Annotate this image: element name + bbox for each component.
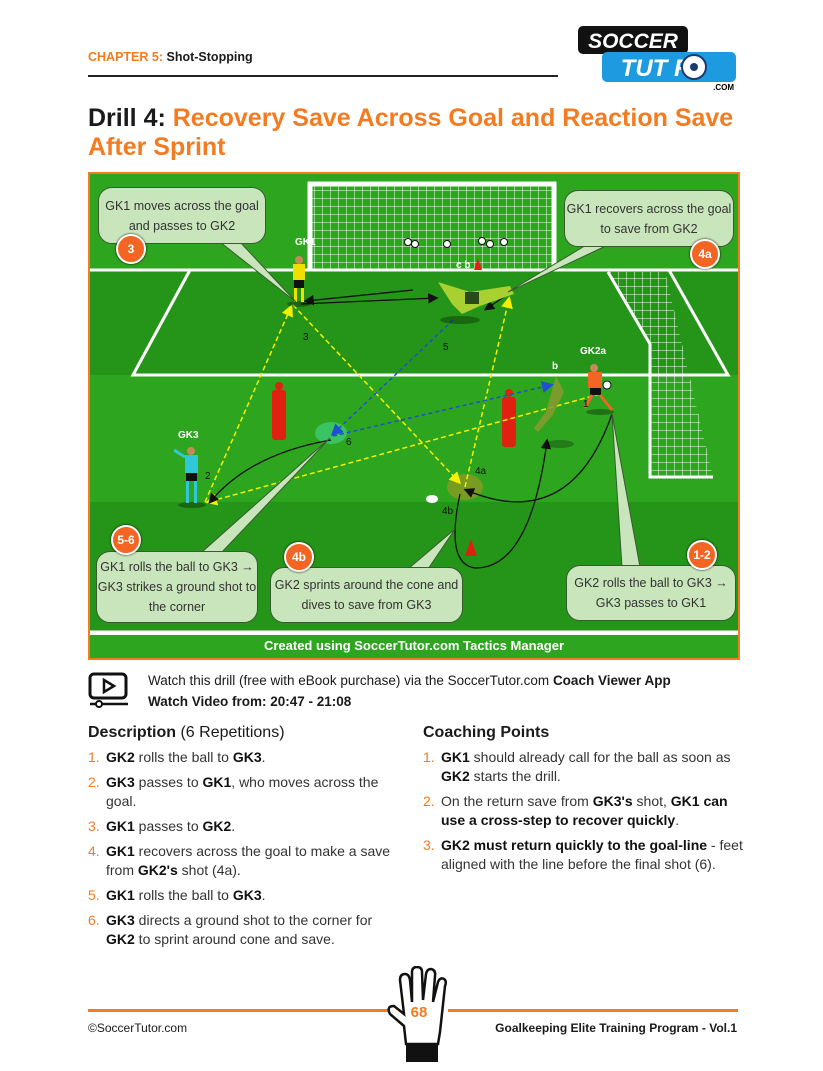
movement-lines (208, 289, 613, 569)
step-6: 6 (346, 437, 352, 448)
footer-copyright: ©SoccerTutor.com (88, 1021, 188, 1035)
list-item: 6. GK3 directs a ground shot to the corne… (88, 911, 398, 949)
marker-b: b (552, 361, 558, 372)
goal (307, 181, 557, 270)
item-text: GK3 passes to GK1, who moves across the … (106, 774, 379, 809)
description-list: 1. GK2 rolls the ball to GK3. 2. GK3 passes… (88, 748, 398, 949)
item-text: GK3 directs a ground shot to the corner … (106, 912, 373, 947)
marker-cb: c b (456, 260, 470, 271)
item-text: GK1 passes to GK2. (106, 818, 236, 834)
label-gk2: GK2a (580, 346, 607, 357)
label-gk3: GK3 (178, 430, 199, 441)
goalkeeper-glove-icon (387, 966, 448, 1062)
page-number: 68 (410, 1004, 428, 1021)
item-number: 2. (423, 793, 435, 809)
callout-4a: GK1 recovers across the goal to save fro… (564, 190, 734, 247)
shot-6 (332, 381, 554, 437)
player-gk1 (287, 256, 311, 307)
video-player-icon[interactable] (88, 672, 130, 708)
item-text: On the return save from GK3's shot, GK1 … (441, 793, 728, 828)
coaching-points-section: Coaching Points 1.GK1 should already cal… (423, 724, 743, 874)
list-item: 3. GK1 passes to GK2. (88, 817, 398, 836)
list-item: 4. GK1 recovers across the goal to make a… (88, 842, 398, 880)
player-gk3 (173, 447, 206, 508)
coach-viewer-app-link[interactable]: Coach Viewer App (552, 673, 671, 688)
drill-diagram: GK1 GK2a GK3 b c b 3 5 6 2 4a 4b 1 GK1 m… (88, 172, 740, 660)
badge-1-2: 1-2 (687, 540, 717, 570)
svg-text:SOCCER: SOCCER (588, 30, 679, 53)
label-gk1: GK1 (295, 237, 316, 248)
item-text: GK1 recovers across the goal to make a s… (106, 843, 391, 878)
badge-4a: 4a (690, 239, 720, 269)
item-number: 4. (88, 843, 100, 859)
step-1: 1 (583, 399, 589, 410)
soccertutor-logo: SOCCER TUT R .COM (578, 26, 736, 92)
callout-4b: GK2 sprints around the cone and dives to… (270, 567, 463, 623)
badge-5-6: 5-6 (111, 525, 141, 555)
svg-text:TUT R: TUT R (621, 55, 692, 82)
item-number: 2. (88, 774, 100, 790)
diagram-caption: Created using SoccerTutor.com Tactics Ma… (90, 632, 738, 658)
step-4a: 4a (475, 466, 487, 477)
target-zone-6 (315, 422, 347, 444)
svg-text:.COM: .COM (713, 83, 734, 92)
coaching-points-list: 1. GK1 should already call for the ball a… (423, 748, 743, 874)
item-number: 6. (88, 912, 100, 928)
footer-book-title: Goalkeeping Elite Training Program - Vol… (495, 1021, 737, 1035)
item-number: 1. (423, 749, 435, 765)
shot-4a (464, 296, 513, 488)
chapter-header: CHAPTER 5: Shot-Stopping (88, 50, 253, 64)
list-item: 1. GK1 should already call for the ball a… (423, 748, 743, 786)
penalty-area (130, 269, 731, 377)
item-text: GK1 should already call for the ball as … (441, 749, 731, 784)
footer-divider-right (448, 1009, 738, 1012)
step-5: 5 (443, 342, 449, 353)
mannequin-left (272, 382, 286, 440)
header-divider (88, 75, 558, 77)
list-item: 2. GK3 passes to GK1, who moves across th… (88, 773, 398, 811)
callout-pointers (200, 241, 641, 570)
step-3: 3 (303, 332, 309, 343)
item-text: GK2 must return quickly to the goal-line… (441, 837, 743, 872)
side-goal (606, 271, 713, 479)
badge-4b: 4b (284, 542, 314, 572)
list-item: 1. GK2 rolls the ball to GK3. (88, 748, 398, 767)
item-text: GK2 rolls the ball to GK3. (106, 749, 266, 765)
item-text: GK1 rolls the ball to GK3. (106, 887, 266, 903)
item-number: 3. (88, 818, 100, 834)
item-number: 5. (88, 887, 100, 903)
item-number: 3. (423, 837, 435, 853)
item-number: 1. (88, 749, 100, 765)
cone (465, 539, 477, 556)
goal-cone (474, 258, 482, 270)
list-item: 2. On the return save from GK3's shot, GK… (423, 792, 743, 830)
step-2: 2 (205, 471, 211, 482)
callout-3: GK1 moves across the goal and passes to … (98, 187, 266, 244)
list-item: 3. GK2 must return quickly to the goal-li… (423, 836, 743, 874)
goal-balls (404, 237, 508, 248)
player-gk2 (583, 364, 614, 415)
ball (426, 495, 438, 503)
description-section: Description (6 Repetitions) 1.GK2 rolls … (88, 724, 398, 955)
callout-1-2: GK2 rolls the ball to GK3 → GK3 passes t… (566, 565, 736, 621)
pass-1 (205, 393, 601, 506)
badge-3: 3 (116, 234, 146, 264)
footer-divider-left (88, 1009, 388, 1012)
player-gk2-diving (534, 376, 574, 448)
step-4b: 4b (442, 506, 454, 517)
watch-info: Watch this drill (free with eBook purcha… (148, 673, 671, 709)
pass-2 (204, 304, 293, 503)
list-item: 5. GK1 rolls the ball to GK3. (88, 886, 398, 905)
callout-5-6: GK1 rolls the ball to GK3 → GK3 strikes … (96, 551, 258, 623)
page-title: Drill 4: Recovery Save Across Goal and R… (88, 104, 734, 161)
player-gk1-diving (438, 282, 514, 324)
